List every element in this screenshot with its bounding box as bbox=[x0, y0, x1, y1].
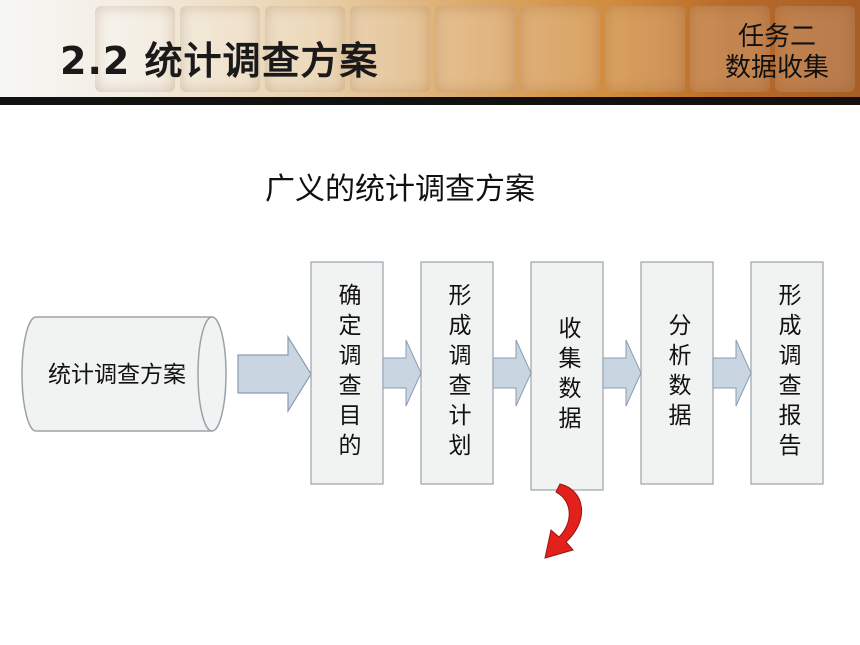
source-cylinder-end bbox=[197, 316, 213, 432]
curl-arrow-icon bbox=[544, 483, 582, 559]
banner-image-tile bbox=[95, 6, 175, 92]
page-title: 2.2 统计调查方案 bbox=[60, 39, 379, 83]
flow-arrow-4 bbox=[712, 339, 752, 407]
banner-image-tile bbox=[350, 6, 430, 92]
banner-image-tile bbox=[775, 6, 855, 92]
step-label-determine-purpose: 确定调查目的 bbox=[334, 283, 360, 463]
step-label-form-plan: 形成调查计划 bbox=[444, 283, 470, 463]
source-label: 统计调查方案 bbox=[48, 362, 186, 388]
section-label: 任务二 数据收集 bbox=[716, 22, 838, 84]
step-box-collect-data bbox=[530, 261, 604, 491]
banner-image-tile bbox=[180, 6, 260, 92]
banner-image-tile bbox=[690, 6, 770, 92]
header-divider bbox=[0, 97, 860, 105]
flow-arrow-3 bbox=[602, 339, 642, 407]
header-banner bbox=[0, 0, 860, 97]
banner-image-tile bbox=[435, 6, 515, 92]
step-label-collect-data: 收集数据 bbox=[554, 316, 580, 436]
banner-image-tile bbox=[605, 6, 685, 92]
step-label-form-report: 形成调查报告 bbox=[774, 283, 800, 463]
diagram-title: 广义的统计调查方案 bbox=[265, 172, 535, 207]
flow-arrow-2 bbox=[492, 339, 532, 407]
flow-arrow-1 bbox=[382, 339, 422, 407]
step-box-form-report bbox=[750, 261, 824, 485]
banner-image-tile bbox=[520, 6, 600, 92]
flow-arrow-main bbox=[237, 334, 312, 414]
section-label-line-1: 任务二 bbox=[737, 22, 816, 52]
step-box-analyze-data bbox=[640, 261, 714, 485]
banner-image-tile bbox=[265, 6, 345, 92]
step-box-determine-purpose bbox=[310, 261, 384, 485]
section-label-line-2: 数据收集 bbox=[724, 53, 829, 83]
step-label-analyze-data: 分析数据 bbox=[664, 313, 690, 433]
